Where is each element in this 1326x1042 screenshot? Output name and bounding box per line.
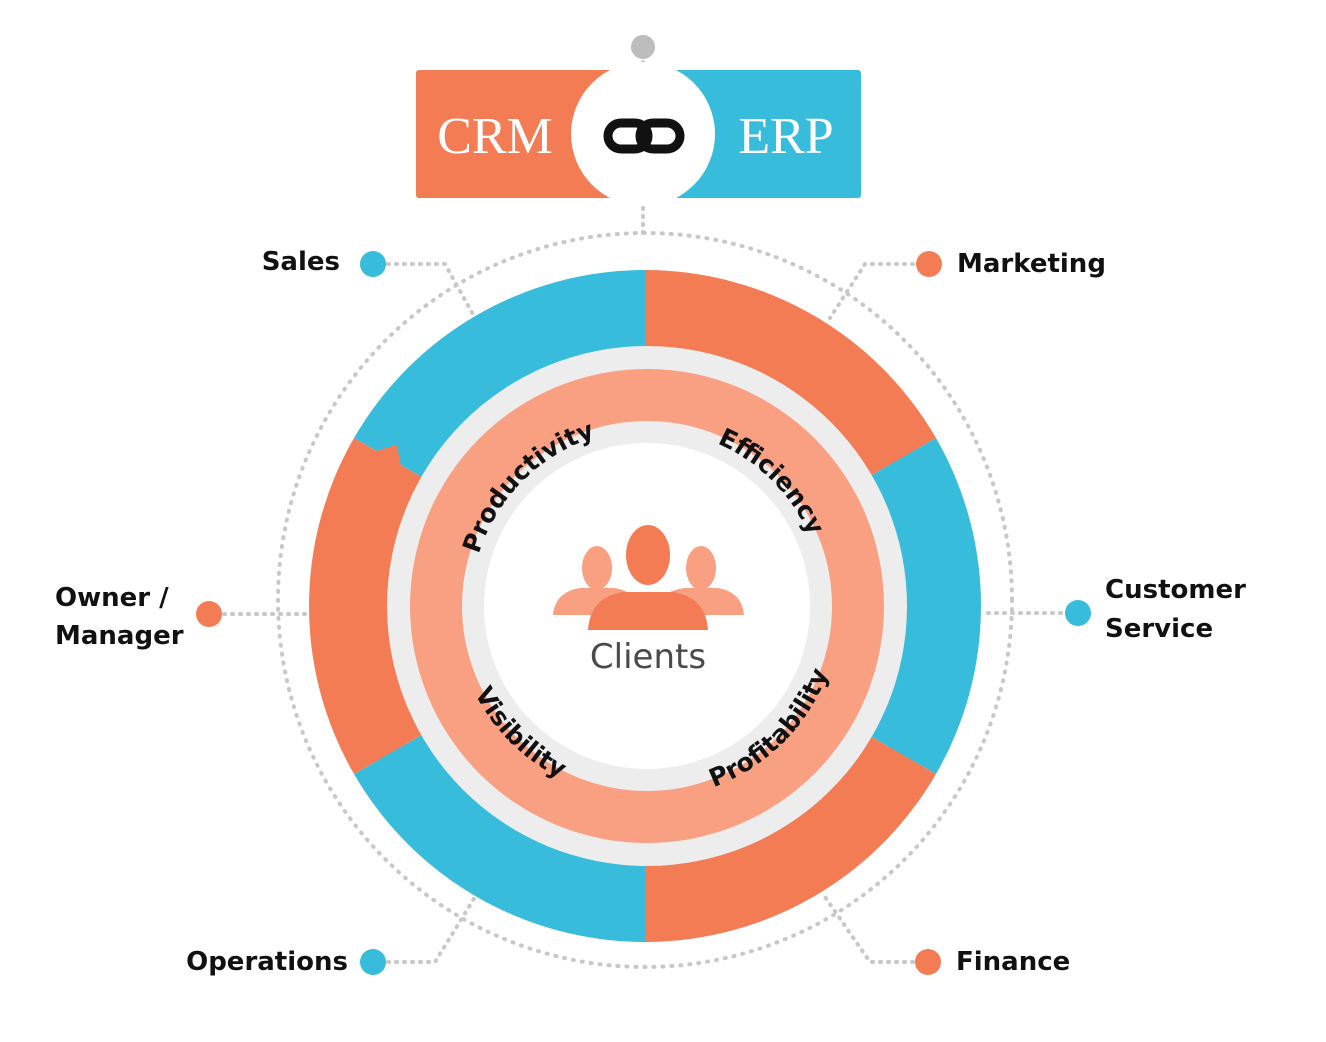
- owner-manager-dot: [196, 601, 222, 627]
- customer-service-label-line1: Customer: [1105, 575, 1246, 605]
- ring-segment-operations: [354, 734, 645, 942]
- department-sales: Sales: [262, 247, 386, 277]
- department-owner-manager: Owner / Manager: [55, 583, 222, 651]
- link-icon: [603, 118, 685, 154]
- finance-dot: [915, 949, 941, 975]
- top-connector-dot: [631, 35, 655, 59]
- department-connectors: [222, 262, 1064, 964]
- department-marketing: Marketing: [916, 249, 1106, 279]
- marketing-label: Marketing: [957, 249, 1106, 279]
- erp-label: ERP: [738, 108, 833, 165]
- crm-label: CRM: [437, 108, 553, 165]
- people-group-icon: [553, 525, 744, 630]
- crm-erp-header: CRM ERP: [416, 62, 861, 206]
- customer-service-dot: [1065, 600, 1091, 626]
- operations-dot: [360, 949, 386, 975]
- sales-label: Sales: [262, 247, 340, 277]
- owner-manager-label-line2: Manager: [55, 621, 184, 651]
- ring-segment-owner-manager: [309, 438, 424, 774]
- clients-label: Clients: [590, 637, 706, 677]
- ring-segment-customer-service: [866, 438, 981, 774]
- owner-manager-label-line1: Owner /: [55, 583, 169, 613]
- ring-segment-finance: [629, 734, 936, 942]
- ring-segment-marketing: [645, 270, 936, 478]
- operations-label: Operations: [186, 947, 348, 977]
- department-finance: Finance: [915, 947, 1070, 977]
- finance-label: Finance: [956, 947, 1070, 977]
- segment-ring: [309, 270, 981, 942]
- department-customer-service: Customer Service: [1065, 575, 1246, 644]
- department-operations: Operations: [186, 947, 386, 977]
- ring-segment-sales: [354, 270, 661, 478]
- outer-dotted-ring: [276, 231, 1014, 969]
- sales-dot: [360, 251, 386, 277]
- marketing-dot: [916, 251, 942, 277]
- customer-service-label-line2: Service: [1105, 614, 1213, 644]
